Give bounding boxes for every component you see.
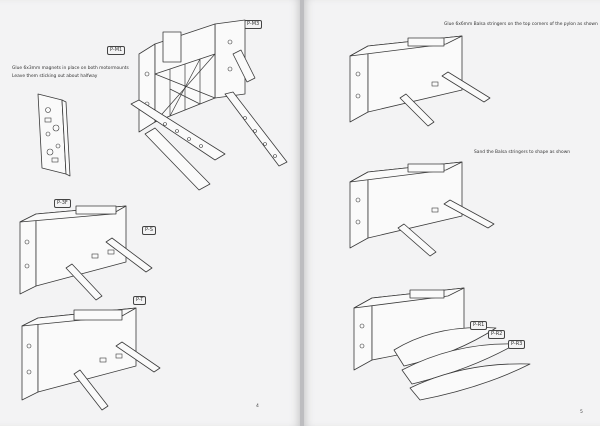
left-page: Glue 6x3mm magnets in place on both moto…	[0, 0, 300, 426]
magnet-instruction-line-2: Leave them sticking out about halfway	[12, 74, 98, 79]
right-page: Glue 6x6mm Balsa stringers on the top co…	[304, 0, 600, 426]
pylon-box-ribs-drawing	[353, 287, 531, 401]
label-p-t: P-T	[133, 296, 147, 305]
magnet-instruction-line-1: Glue 6x3mm magnets in place on both moto…	[12, 66, 129, 71]
book-spine	[300, 0, 304, 426]
pylon-box-stringers-drawing	[349, 35, 491, 127]
label-p-r3: P-R3	[508, 340, 526, 349]
page-number-left: 4	[256, 404, 259, 409]
motor-mount-plate-drawing	[37, 93, 71, 177]
pylon-frame-drawing	[130, 19, 288, 191]
label-p-r1: P-R1	[470, 321, 488, 330]
pylon-box-sanded-drawing	[349, 161, 495, 257]
stringer-sand-instruction: Sand the Balsa stringers to shape as sho…	[474, 150, 571, 155]
page-number-right: 5	[580, 410, 583, 415]
label-p-r2: P-R2	[488, 330, 506, 339]
stringer-glue-instruction: Glue 6x6mm Balsa stringers on the top co…	[444, 22, 598, 27]
label-p-3f: P-3F	[54, 199, 71, 208]
pylon-box-drawing-2	[21, 307, 161, 411]
label-p-m1: P-M1	[107, 46, 126, 55]
label-p-s: P-S	[142, 226, 156, 235]
pylon-box-drawing-1	[19, 205, 153, 301]
